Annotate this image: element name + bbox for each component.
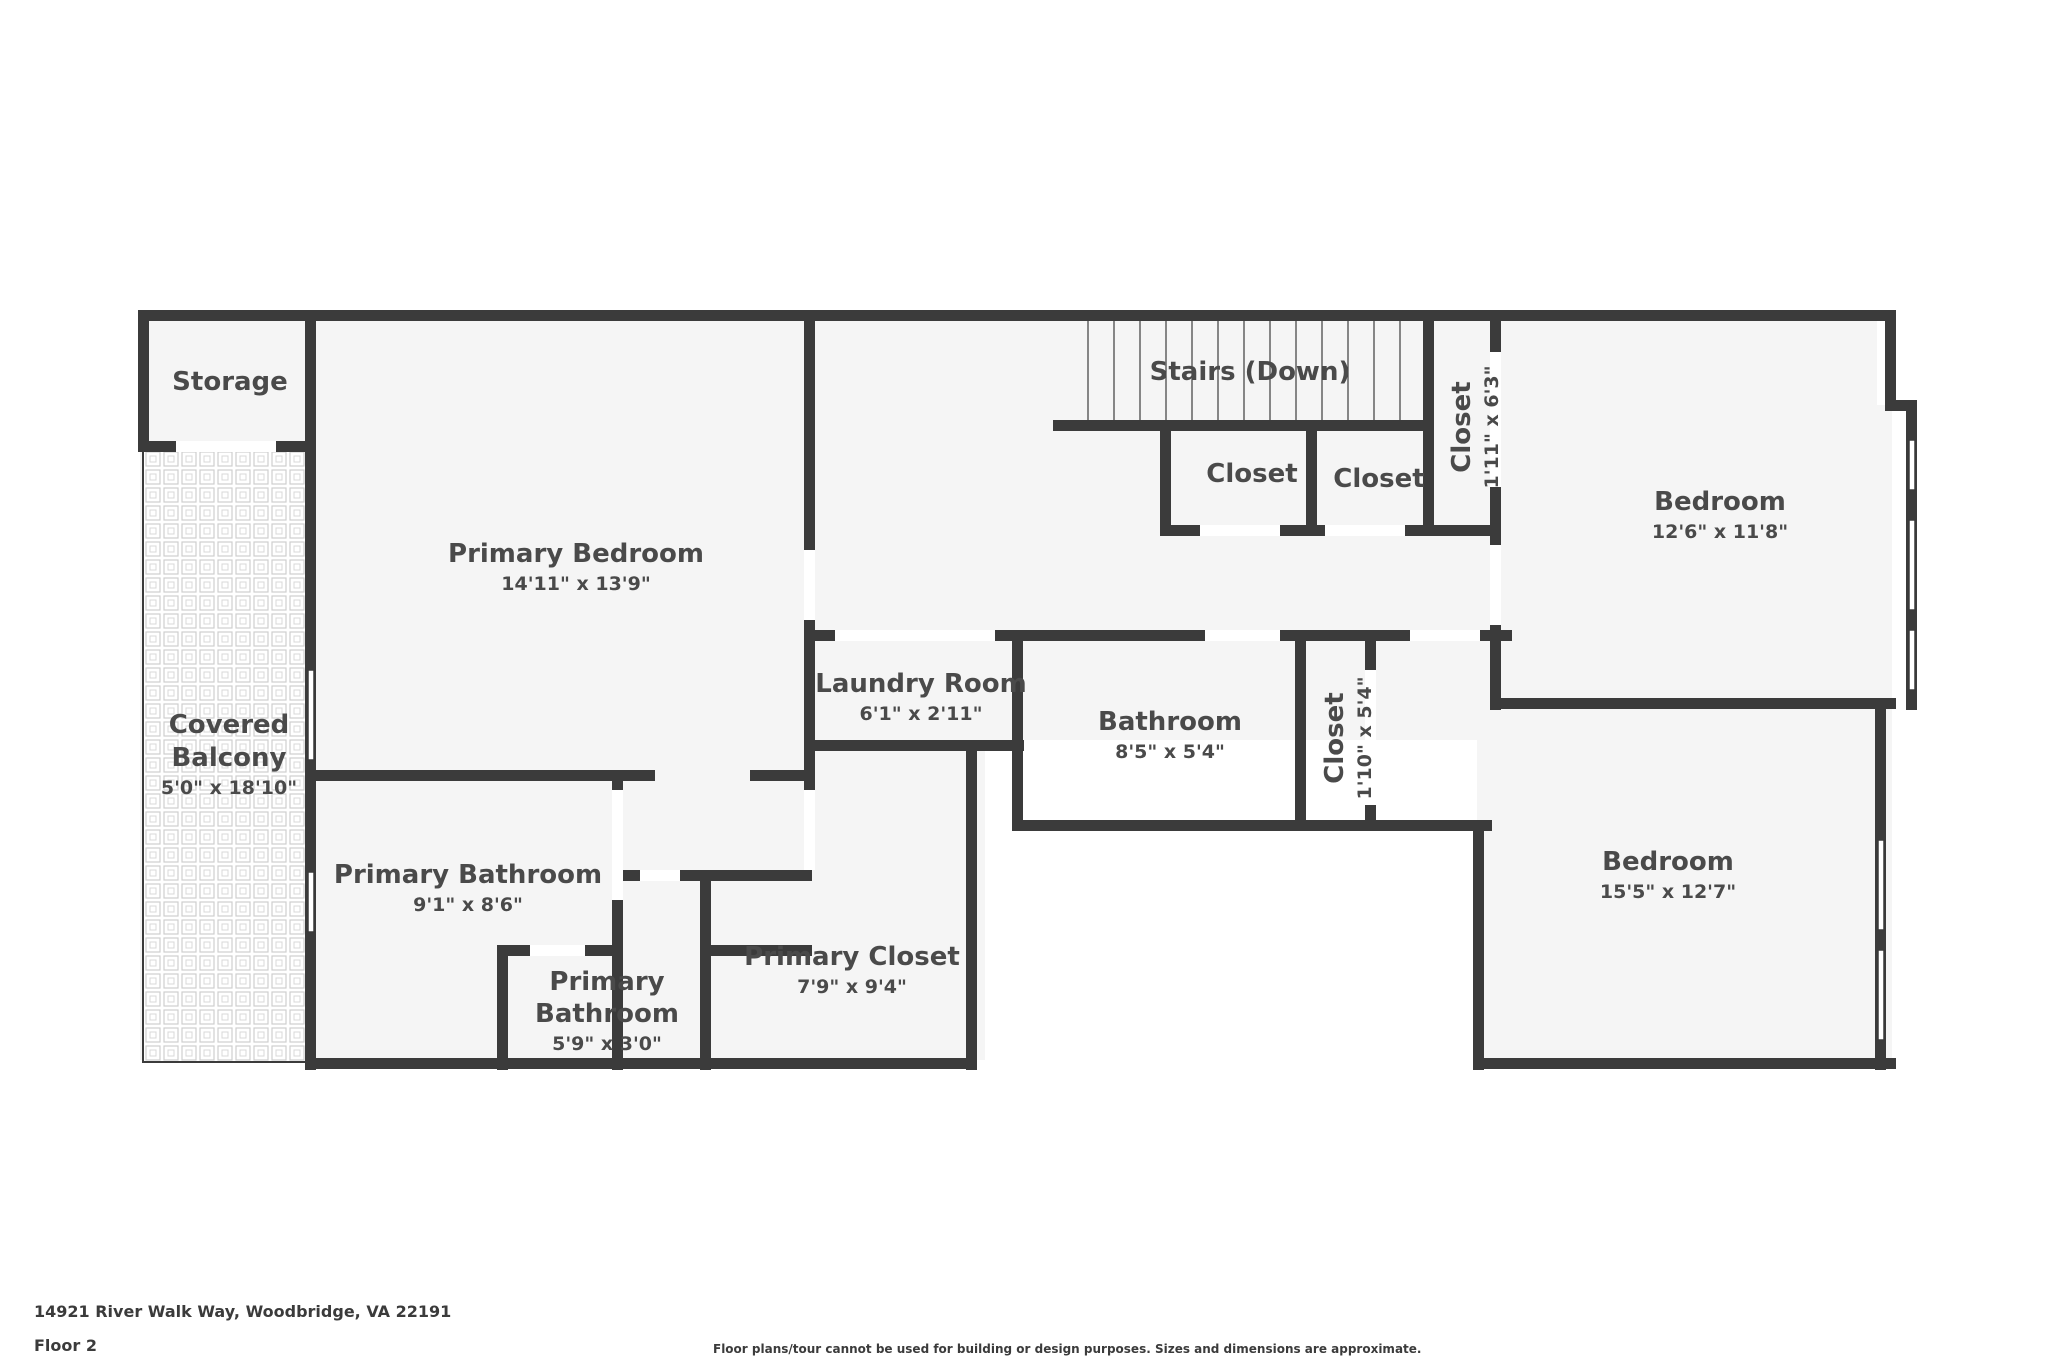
closet-vertical-mid-dims: 1'10" x 5'4" [1354, 676, 1376, 799]
disclaimer-text: Floor plans/tour cannot be used for buil… [713, 1342, 1422, 1356]
primary-bathroom-small-label-line2: Bathroom [535, 999, 679, 1029]
covered-balcony-label-line2: Balcony [171, 743, 286, 773]
covered-balcony-label-line1: Covered [169, 710, 290, 740]
floor-label: Floor 2 [34, 1336, 97, 1355]
closet-left-label: Closet [1206, 459, 1297, 489]
bathroom-dims: 8'5" x 5'4" [1115, 741, 1225, 763]
balcony-tiles [142, 449, 312, 1063]
floor-fills [140, 315, 1897, 1063]
bedroom-top-right-label: Bedroom [1654, 487, 1786, 517]
laundry-room-label: Laundry Room [815, 669, 1026, 699]
door-openings [176, 352, 1501, 956]
closet-vertical-top-label: Closet [1447, 381, 1477, 472]
windows [307, 439, 1916, 1041]
primary-bathroom-large-label: Primary Bathroom [334, 860, 602, 890]
storage-label: Storage [172, 367, 288, 397]
stairs-label: Stairs (Down) [1150, 357, 1351, 387]
primary-closet-label: Primary Closet [744, 942, 960, 972]
primary-bathroom-small-dims: 5'9" x 3'0" [552, 1033, 662, 1055]
bedroom-bottom-right-label: Bedroom [1602, 847, 1734, 877]
primary-bedroom-label: Primary Bedroom [448, 539, 704, 569]
closet-vertical-mid-label: Closet [1320, 692, 1350, 783]
primary-bathroom-large-dims: 9'1" x 8'6" [413, 894, 523, 916]
closet-vertical-top-dims: 1'11" x 6'3" [1481, 365, 1503, 488]
laundry-room-dims: 6'1" x 2'11" [859, 703, 982, 725]
address-text: 14921 River Walk Way, Woodbridge, VA 221… [34, 1302, 452, 1321]
primary-closet-dims: 7'9" x 9'4" [797, 976, 907, 998]
primary-bedroom-dims: 14'11" x 13'9" [501, 573, 650, 595]
closet-mid-label: Closet [1333, 464, 1424, 494]
room-labels: Storage Covered Balcony 5'0" x 18'10" Pr… [161, 357, 1788, 1055]
bedroom-top-right-dims: 12'6" x 11'8" [1652, 521, 1788, 543]
primary-bathroom-small-label-line1: Primary [549, 967, 664, 997]
stairs-treads [1058, 320, 1422, 430]
covered-balcony-dims: 5'0" x 18'10" [161, 777, 297, 799]
bathroom-label: Bathroom [1098, 707, 1242, 737]
bedroom-bottom-right-dims: 15'5" x 12'7" [1600, 881, 1736, 903]
